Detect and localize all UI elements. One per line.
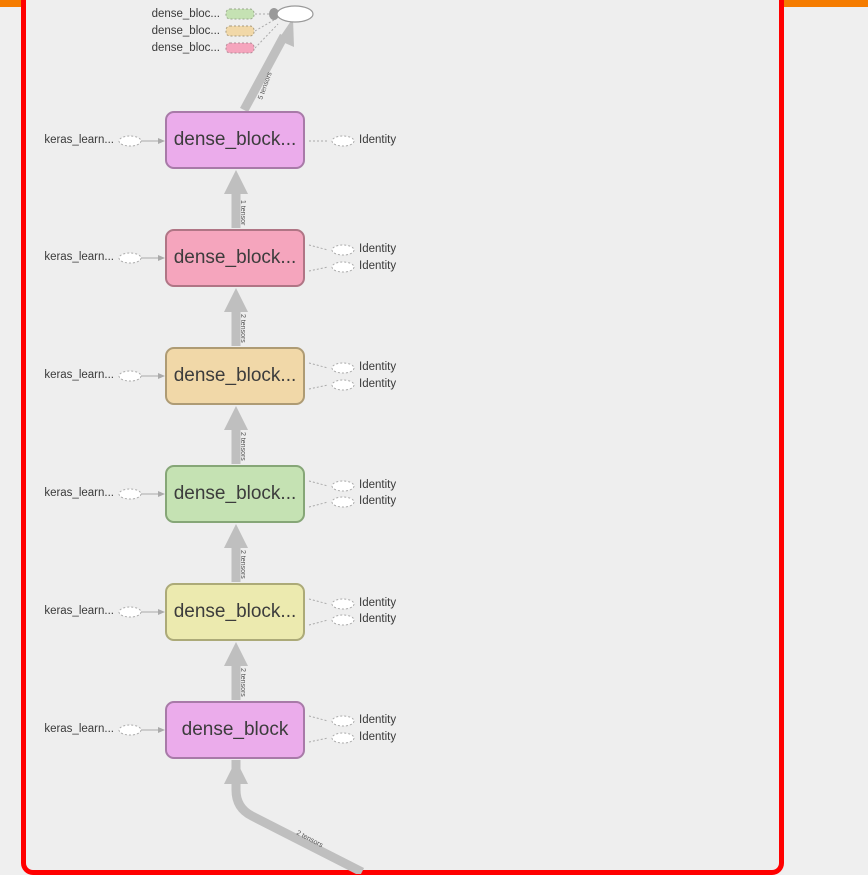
input-node-icon [118, 252, 142, 264]
output-node[interactable] [276, 5, 314, 23]
identity-node-icon [331, 362, 355, 374]
dense-block-node-4[interactable]: dense_block... [165, 347, 305, 405]
identity-node-icon [331, 715, 355, 727]
edge-arrowhead [224, 760, 248, 784]
top-input-label: dense_bloc... [151, 25, 220, 37]
input-node-icon [118, 370, 142, 382]
input-node-icon [118, 724, 142, 736]
identity-node-label[interactable]: Identity [359, 731, 397, 743]
identity-node-icon [331, 732, 355, 744]
input-node-icon [118, 606, 142, 618]
top-input-node[interactable] [225, 25, 255, 37]
dense-block-node-1[interactable]: dense_block [165, 701, 305, 759]
identity-node-icon [331, 261, 355, 273]
node-label: dense_block [181, 719, 289, 740]
top-input-label: dense_bloc... [151, 42, 220, 54]
edge-arrowhead [224, 524, 248, 548]
edge-label: 2 tensors [239, 432, 246, 461]
edge-label: 2 tensors [239, 550, 246, 579]
input-node-label[interactable]: keras_learn... [44, 723, 114, 735]
top-input-node[interactable] [225, 42, 255, 54]
input-node-icon [118, 135, 142, 147]
identity-node-icon [331, 379, 355, 391]
edge-arrowhead [224, 406, 248, 430]
dense-block-node-6[interactable]: dense_block... [165, 111, 305, 169]
edge-label: 2 tensors [239, 314, 246, 343]
edge-arrowhead [224, 170, 248, 194]
identity-node-icon [331, 135, 355, 147]
input-node-icon [118, 488, 142, 500]
edge-input-to-dense-block [231, 760, 365, 874]
top-input-label: dense_bloc... [151, 8, 220, 20]
identity-node-icon [331, 496, 355, 508]
identity-node-label[interactable]: Identity [359, 260, 397, 272]
graph-container-frame [21, 0, 784, 875]
node-label: dense_block... [173, 601, 297, 622]
input-node-label[interactable]: keras_learn... [44, 369, 114, 381]
identity-node-label[interactable]: Identity [359, 134, 397, 146]
identity-node-label[interactable]: Identity [359, 479, 397, 491]
top-input-node[interactable] [225, 8, 255, 20]
identity-node-icon [331, 480, 355, 492]
edge-block-6-output [240, 33, 288, 113]
identity-node-label[interactable]: Identity [359, 597, 397, 609]
identity-node-label[interactable]: Identity [359, 495, 397, 507]
identity-node-label[interactable]: Identity [359, 714, 397, 726]
edge-arrowhead [224, 288, 248, 312]
input-node-label[interactable]: keras_learn... [44, 605, 114, 617]
node-label: dense_block... [173, 247, 297, 268]
identity-node-icon [331, 244, 355, 256]
dense-block-node-3[interactable]: dense_block... [165, 465, 305, 523]
node-label: dense_block... [173, 483, 297, 504]
edge-label: 1 tensor [239, 200, 246, 226]
identity-node-label[interactable]: Identity [359, 378, 397, 390]
identity-node-icon [331, 614, 355, 626]
dense-block-node-5[interactable]: dense_block... [165, 229, 305, 287]
input-node-label[interactable]: keras_learn... [44, 487, 114, 499]
edge-arrowhead [278, 18, 294, 47]
identity-node-label[interactable]: Identity [359, 613, 397, 625]
output-connector [269, 8, 279, 20]
node-label: dense_block... [173, 365, 297, 386]
identity-node-label[interactable]: Identity [359, 243, 397, 255]
edge-label: 2 tensors [239, 668, 246, 697]
dense-block-node-2[interactable]: dense_block... [165, 583, 305, 641]
edge-arrowhead [224, 642, 248, 666]
identity-node-icon [331, 598, 355, 610]
identity-node-label[interactable]: Identity [359, 361, 397, 373]
node-label: dense_block... [173, 129, 297, 150]
input-node-label[interactable]: keras_learn... [44, 251, 114, 263]
input-node-label[interactable]: keras_learn... [44, 134, 114, 146]
